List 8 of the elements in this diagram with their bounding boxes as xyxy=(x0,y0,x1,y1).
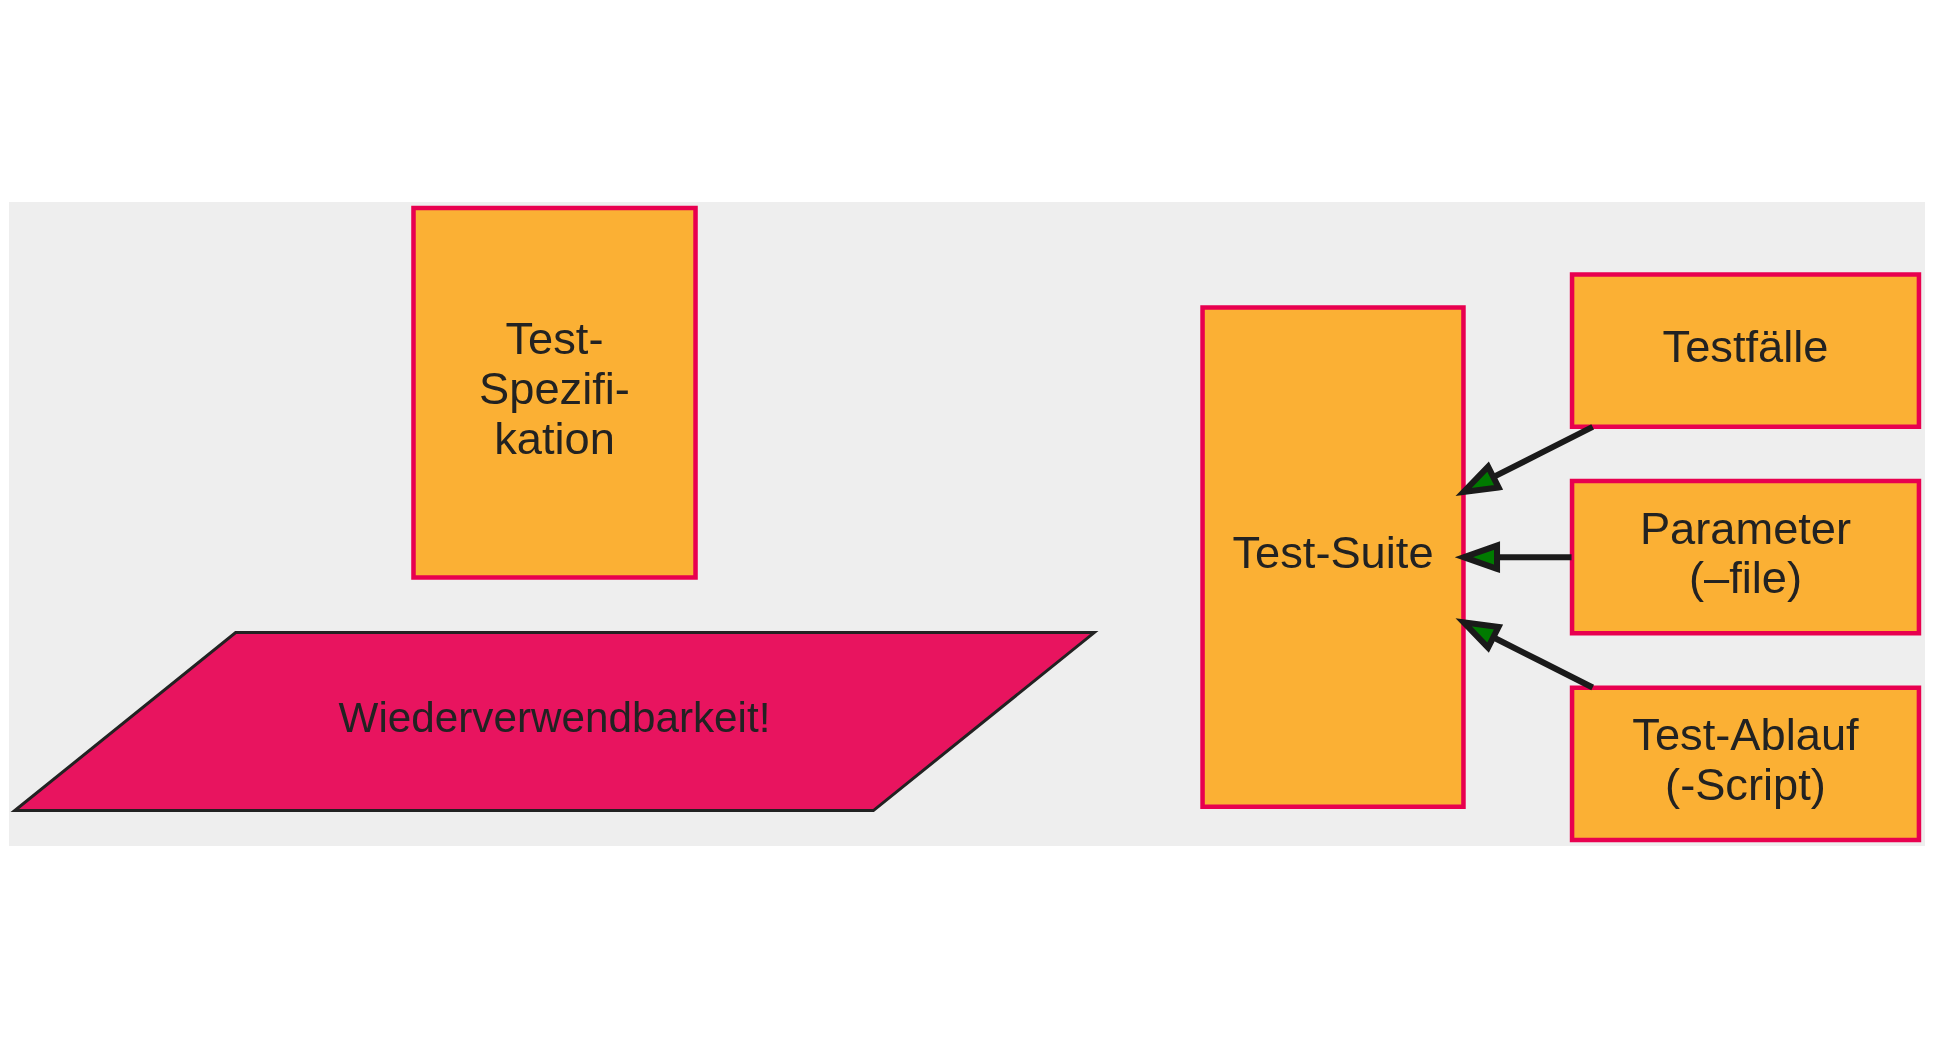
node-box: Test- Spezifi- kation xyxy=(411,205,698,580)
node-box: Parameter (–file) xyxy=(1569,478,1922,636)
node-box: Testfälle xyxy=(1569,272,1922,429)
arrow xyxy=(1454,541,1572,574)
node-box: Test-Suite xyxy=(1200,305,1466,810)
node-box: Test-Ablauf (-Script) xyxy=(1569,685,1922,843)
arrow xyxy=(1455,618,1595,691)
arrow xyxy=(1455,424,1595,497)
